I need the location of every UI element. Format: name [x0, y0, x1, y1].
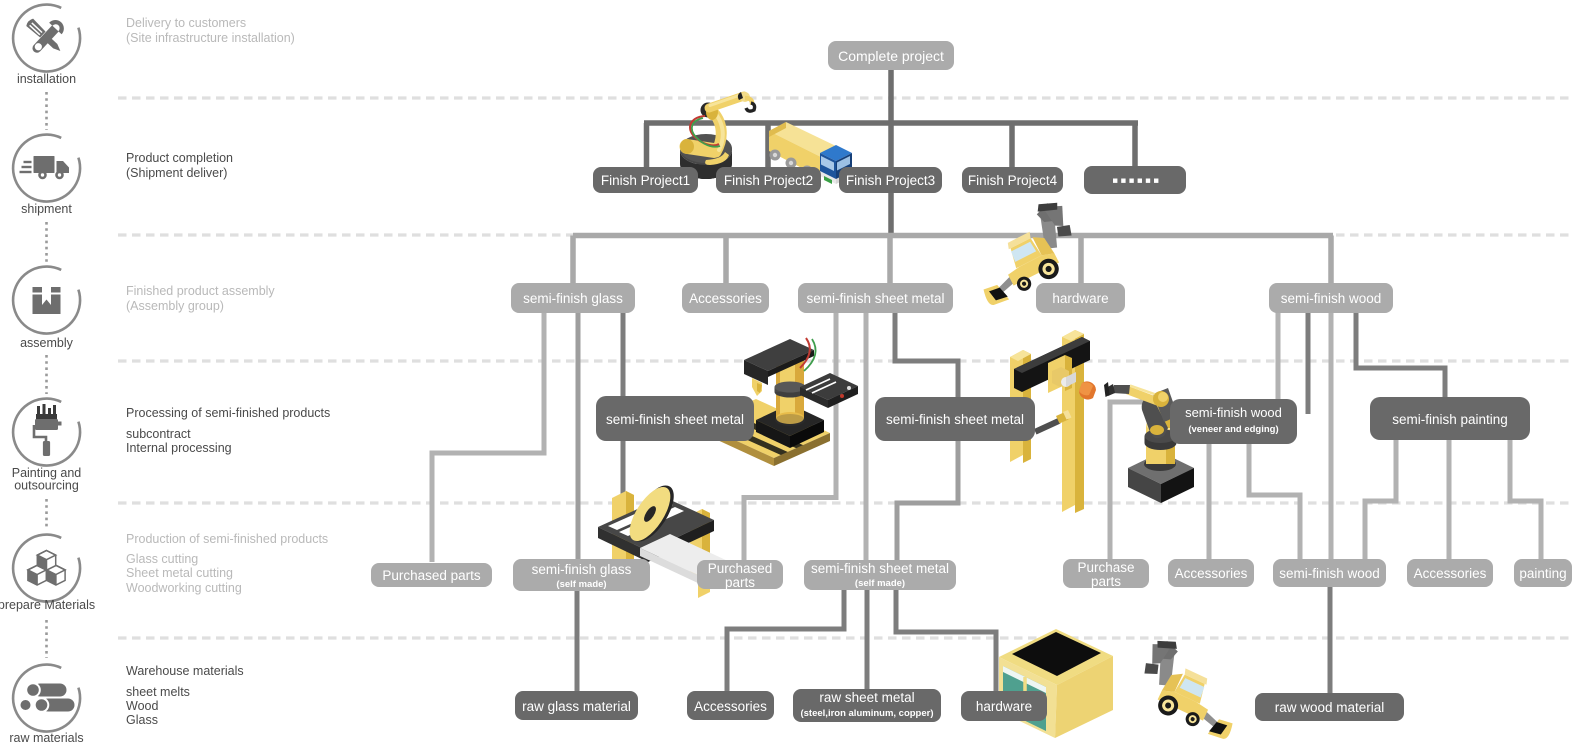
svg-text:semi-finish glass: semi-finish glass	[532, 562, 632, 577]
svg-text:sheet melts: sheet melts	[126, 685, 190, 699]
svg-text:raw wood material: raw wood material	[1275, 700, 1385, 715]
svg-text:Complete project: Complete project	[838, 48, 944, 64]
svg-text:parts: parts	[1091, 574, 1121, 589]
svg-text:prepare Materials: prepare Materials	[0, 598, 95, 612]
svg-text:raw materials: raw materials	[9, 731, 83, 745]
svg-text:Internal processing: Internal processing	[126, 441, 232, 455]
svg-text:Finished product assembly: Finished product assembly	[126, 284, 275, 298]
svg-text:Glass cutting: Glass cutting	[126, 552, 198, 566]
svg-text:Finish Project3: Finish Project3	[846, 173, 935, 188]
svg-text:semi-finish sheet metal: semi-finish sheet metal	[606, 412, 744, 427]
svg-text:semi-finish wood: semi-finish wood	[1281, 291, 1382, 306]
svg-text:semi-finish sheet metal: semi-finish sheet metal	[811, 561, 949, 576]
svg-text:Processing of semi-finished pr: Processing of semi-finished products	[126, 406, 330, 420]
svg-text:(Assembly group): (Assembly group)	[126, 299, 224, 313]
svg-text:Delivery to customers: Delivery to customers	[126, 16, 246, 30]
svg-text:subcontract: subcontract	[126, 427, 191, 441]
svg-text:semi-finish sheet metal: semi-finish sheet metal	[886, 412, 1024, 427]
svg-text:Product completion: Product completion	[126, 151, 233, 165]
svg-text:(self made): (self made)	[556, 579, 606, 590]
svg-text:Woodworking cutting: Woodworking cutting	[126, 581, 242, 595]
svg-text:Wood: Wood	[126, 699, 158, 713]
svg-text:Finish Project4: Finish Project4	[968, 173, 1058, 188]
svg-text:Purchased: Purchased	[708, 561, 773, 576]
svg-text:hardware: hardware	[976, 699, 1032, 714]
svg-text:Accessories: Accessories	[694, 699, 767, 714]
svg-text:(steel,iron aluminum, copper): (steel,iron aluminum, copper)	[800, 708, 933, 719]
svg-text:Sheet metal cutting: Sheet metal cutting	[126, 566, 233, 580]
svg-text:semi-finish sheet metal: semi-finish sheet metal	[806, 291, 944, 306]
svg-text:Purchased parts: Purchased parts	[382, 568, 481, 583]
svg-text:hardware: hardware	[1052, 291, 1108, 306]
svg-text:(veneer and edging): (veneer and edging)	[1188, 424, 1278, 435]
svg-text:Finish Project1: Finish Project1	[601, 173, 690, 188]
svg-text:(self made): (self made)	[855, 578, 905, 589]
svg-text:semi-finish painting: semi-finish painting	[1392, 412, 1508, 427]
svg-text:Purchase: Purchase	[1077, 560, 1134, 575]
svg-text:Finish Project2: Finish Project2	[724, 173, 813, 188]
svg-text:raw glass material: raw glass material	[522, 699, 631, 714]
svg-text:(Site infrastructure installat: (Site infrastructure installation)	[126, 31, 295, 45]
svg-text:Glass: Glass	[126, 713, 158, 727]
svg-text:semi-finish wood: semi-finish wood	[1279, 566, 1380, 581]
svg-text:assembly: assembly	[20, 336, 74, 350]
svg-text:semi-finish wood: semi-finish wood	[1185, 405, 1282, 420]
svg-text:shipment: shipment	[21, 202, 72, 216]
svg-text:(Shipment deliver): (Shipment deliver)	[126, 166, 227, 180]
svg-text:Accessories: Accessories	[1175, 566, 1248, 581]
svg-text:Accessories: Accessories	[1414, 566, 1487, 581]
svg-text:raw sheet metal: raw sheet metal	[819, 690, 914, 705]
svg-text:Production of semi-finished pr: Production of semi-finished products	[126, 532, 328, 546]
svg-text:Painting and: Painting and	[12, 466, 82, 480]
svg-text:Accessories: Accessories	[689, 291, 762, 306]
svg-text:outsourcing: outsourcing	[14, 479, 79, 493]
svg-text:installation: installation	[17, 72, 76, 86]
svg-text:Warehouse materials: Warehouse materials	[126, 664, 244, 678]
svg-text:parts: parts	[725, 575, 755, 590]
svg-text:semi-finish glass: semi-finish glass	[523, 291, 623, 306]
svg-text:painting: painting	[1519, 566, 1566, 581]
